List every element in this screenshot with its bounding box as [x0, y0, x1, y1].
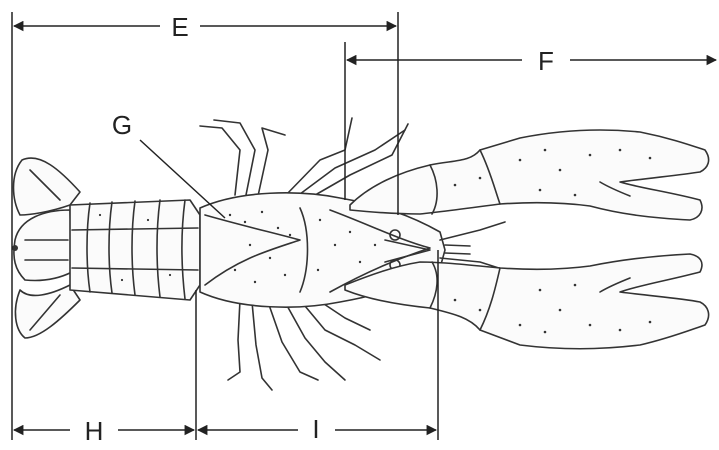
claw-lower	[345, 254, 709, 349]
label-h: H	[85, 416, 104, 445]
abdomen	[70, 200, 200, 300]
claw-upper	[350, 130, 709, 220]
label-f: F	[538, 46, 554, 76]
walking-legs-lower	[228, 298, 380, 390]
crayfish-illustration	[12, 118, 709, 390]
label-g: G	[112, 110, 132, 140]
label-e: E	[171, 12, 188, 42]
label-i: I	[312, 414, 319, 444]
